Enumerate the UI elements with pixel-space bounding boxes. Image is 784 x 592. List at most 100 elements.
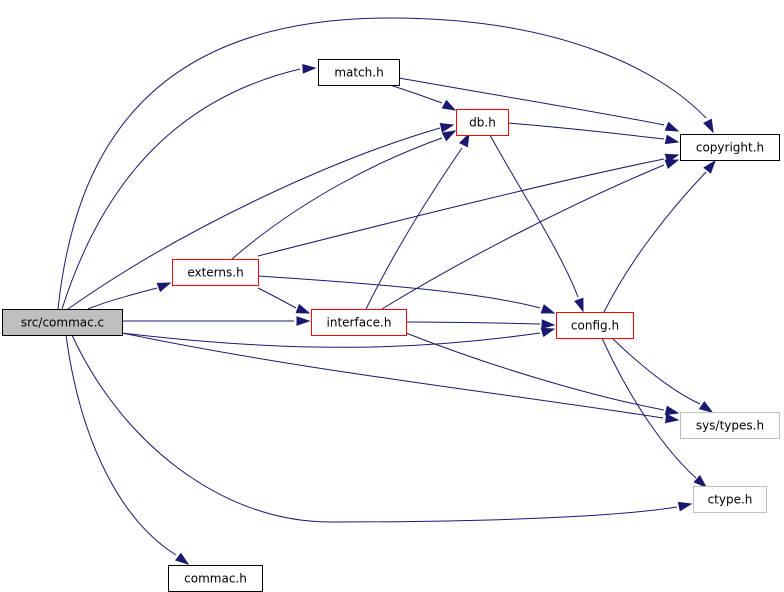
edge-line xyxy=(603,171,707,313)
arrowhead-icon xyxy=(441,99,457,111)
node-label: config.h xyxy=(571,319,619,333)
node-db-h[interactable]: db.h xyxy=(456,109,509,136)
arrowhead-icon xyxy=(439,123,455,133)
edge-line xyxy=(398,77,665,126)
edge-match-h-to-db-h xyxy=(389,84,457,111)
edge-src-commac-c-to-interface-h xyxy=(122,316,311,326)
edge-line xyxy=(57,17,707,310)
node-box[interactable] xyxy=(680,412,780,439)
edge-line xyxy=(507,122,665,140)
edges-layer xyxy=(57,17,716,565)
arrowhead-icon xyxy=(459,132,470,148)
edge-line xyxy=(405,332,665,411)
edge-externs-h-to-db-h xyxy=(231,130,457,260)
edge-src-commac-c-to-ctype-h xyxy=(71,334,693,523)
node-box[interactable] xyxy=(311,309,407,336)
edge-line xyxy=(389,84,443,104)
edge-src-commac-c-to-copyright-h xyxy=(57,17,714,310)
edge-externs-h-to-copyright-h xyxy=(257,153,680,257)
node-label: db.h xyxy=(469,116,496,130)
arrowhead-icon xyxy=(677,501,693,512)
edge-interface-h-to-config-h xyxy=(405,319,556,330)
arrowhead-icon xyxy=(664,413,680,424)
edge-line xyxy=(65,334,177,556)
edge-line xyxy=(61,68,301,310)
edge-line xyxy=(231,137,443,260)
edge-src-commac-c-to-externs-h xyxy=(87,282,172,310)
node-sys-types-h[interactable]: sys/types.h xyxy=(680,412,780,439)
node-label: match.h xyxy=(334,66,383,80)
node-box[interactable] xyxy=(556,312,634,339)
edge-src-commac-c-to-config-h xyxy=(121,327,556,348)
node-box[interactable] xyxy=(693,486,767,513)
node-copyright-h[interactable]: copyright.h xyxy=(680,134,780,161)
node-ctype-h[interactable]: ctype.h xyxy=(693,486,767,513)
edge-line xyxy=(611,337,701,405)
edge-line xyxy=(365,147,463,310)
edge-line xyxy=(87,287,158,310)
arrowhead-icon xyxy=(664,405,680,416)
arrowhead-icon xyxy=(574,297,584,313)
arrowhead-icon xyxy=(175,552,190,565)
arrowhead-icon xyxy=(693,474,708,489)
arrowhead-icon xyxy=(698,400,714,413)
edge-externs-h-to-config-h xyxy=(257,275,556,314)
edge-config-h-to-ctype-h xyxy=(601,337,708,489)
edge-db-h-to-copyright-h xyxy=(507,122,680,145)
edge-line xyxy=(257,287,297,309)
edge-line xyxy=(121,332,541,348)
edge-line xyxy=(257,275,541,309)
node-src-commac-c[interactable]: src/commac.c xyxy=(2,309,123,336)
arrowhead-icon xyxy=(703,159,716,174)
arrowhead-icon xyxy=(302,63,317,74)
edge-line xyxy=(257,158,665,257)
arrowhead-icon xyxy=(441,130,457,142)
edge-interface-h-to-db-h xyxy=(365,132,470,310)
edge-line xyxy=(121,332,664,419)
node-box[interactable] xyxy=(318,59,400,86)
edge-config-h-to-copyright-h xyxy=(603,159,716,313)
edge-db-h-to-config-h xyxy=(489,134,584,313)
arrowhead-icon xyxy=(664,159,680,169)
arrowhead-icon xyxy=(295,303,311,314)
node-box[interactable] xyxy=(680,134,780,161)
arrowhead-icon xyxy=(540,327,556,338)
edge-interface-h-to-copyright-h xyxy=(381,159,680,310)
edge-src-commac-c-to-sys-types-h xyxy=(121,332,680,424)
node-label: interface.h xyxy=(327,316,392,330)
arrowhead-icon xyxy=(540,304,556,314)
edge-config-h-to-sys-types-h xyxy=(611,337,714,413)
edge-line xyxy=(601,337,697,479)
node-label: sys/types.h xyxy=(696,419,764,433)
arrowhead-icon xyxy=(703,118,714,134)
arrowhead-icon xyxy=(664,121,680,132)
node-interface-h[interactable]: interface.h xyxy=(311,309,407,336)
node-config-h[interactable]: config.h xyxy=(556,312,634,339)
edge-line xyxy=(71,334,678,523)
node-match-h[interactable]: match.h xyxy=(318,59,400,86)
edge-line xyxy=(67,127,441,310)
edge-externs-h-to-interface-h xyxy=(257,287,311,314)
node-commac-h[interactable]: commac.h xyxy=(168,565,263,592)
node-label: commac.h xyxy=(184,572,247,586)
node-label: copyright.h xyxy=(696,141,764,155)
edge-line xyxy=(489,134,579,298)
node-externs-h[interactable]: externs.h xyxy=(172,259,259,286)
edge-match-h-to-copyright-h xyxy=(398,77,680,132)
arrowhead-icon xyxy=(664,134,680,145)
node-label: ctype.h xyxy=(708,493,753,507)
node-box[interactable] xyxy=(456,109,509,136)
node-label: src/commac.c xyxy=(21,316,104,330)
edge-src-commac-c-to-commac-h xyxy=(65,334,190,565)
node-box[interactable] xyxy=(172,259,259,286)
edge-src-commac-c-to-match-h xyxy=(61,63,317,310)
arrowhead-icon xyxy=(156,282,172,293)
edge-src-commac-c-to-db-h xyxy=(67,123,455,310)
edge-line xyxy=(405,321,541,325)
arrowhead-icon xyxy=(296,316,311,326)
arrowhead-icon xyxy=(541,319,556,330)
node-label: externs.h xyxy=(187,266,243,280)
nodes-layer: src/commac.c match.h db.h copyright.h extern… xyxy=(2,59,780,592)
node-box[interactable] xyxy=(2,309,123,336)
